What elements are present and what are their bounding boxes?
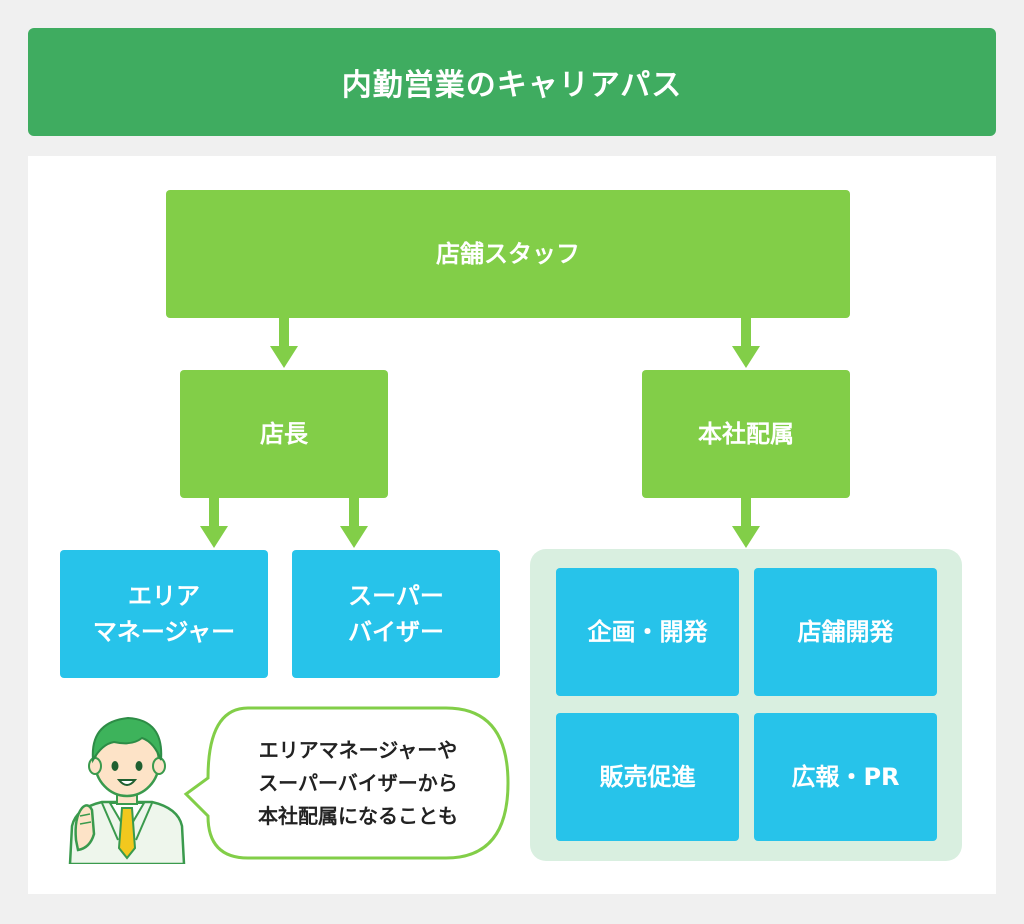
diagram-title: 内勤営業のキャリアパス	[28, 28, 996, 136]
arrow-down-icon	[270, 318, 298, 368]
node-area-manager-line2: マネージャー	[92, 618, 236, 646]
node-store-manager: 店長	[180, 370, 388, 498]
speech-line-1: エリアマネージャーや	[258, 737, 458, 762]
arrow-down-icon	[732, 498, 760, 548]
speech-bubble: エリアマネージャーや スーパーバイザーから 本社配属になることも	[182, 706, 512, 860]
arrow-down-icon	[732, 318, 760, 368]
businessman-illustration	[68, 716, 186, 864]
speech-line-2: スーパーバイザーから	[258, 770, 458, 795]
speech-bubble-shape	[183, 706, 510, 860]
speech-bubble-text: エリアマネージャーや スーパーバイザーから 本社配属になることも	[208, 706, 508, 860]
node-supervisor-line2: バイザー	[348, 618, 444, 646]
node-planning-dev: 企画・開発	[556, 568, 739, 696]
node-supervisor-line1: スーパー	[348, 582, 444, 610]
speech-line-3: 本社配属になることも	[258, 803, 458, 828]
node-store-staff: 店舗スタッフ	[166, 190, 850, 318]
node-area-manager: エリア マネージャー	[60, 550, 268, 678]
node-supervisor: スーパー バイザー	[292, 550, 500, 678]
arrow-down-icon	[340, 498, 368, 548]
arrow-down-icon	[200, 498, 228, 548]
node-pr: 広報・PR	[754, 713, 937, 841]
node-area-manager-line1: エリア	[127, 582, 200, 610]
node-store-dev: 店舗開発	[754, 568, 937, 696]
node-sales-promo: 販売促進	[556, 713, 739, 841]
node-hq-assignment: 本社配属	[642, 370, 850, 498]
